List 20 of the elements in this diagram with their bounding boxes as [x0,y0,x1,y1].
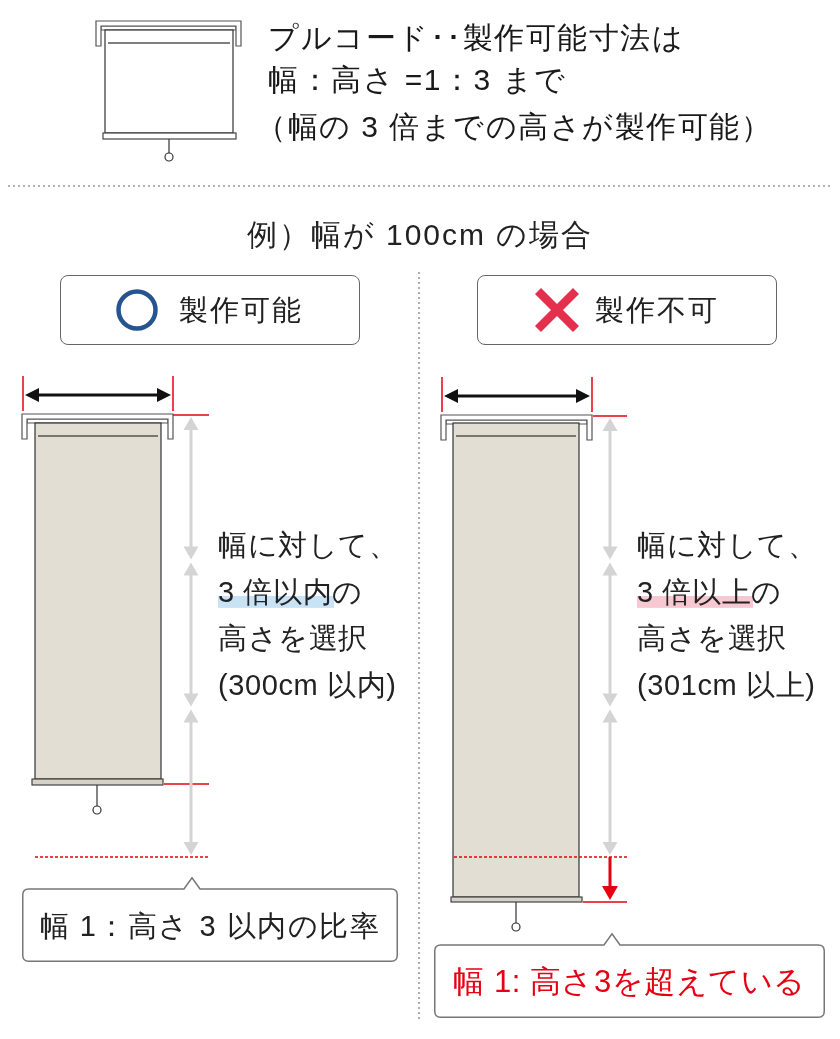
description-text: (300cm 以内) [218,668,397,703]
status-label: 製作不可 [595,293,719,328]
status-label: 製作可能 [179,293,303,328]
description-text: (301cm 以上) [637,668,816,703]
description-text: 3 倍以上の [637,574,782,610]
description-text: 高さを選択 [637,621,787,656]
speech-bubble [22,877,398,962]
instruction-text: （幅の 3 倍までの高さが製作可能） [256,109,773,145]
example-heading: 例）幅が 100cm の場合 [246,217,594,253]
callout-text: 幅 1：高さ 3 以内の比率 [39,908,381,944]
description-text: 高さを選択 [218,621,368,656]
status-heading-box [60,275,360,345]
instruction-text: プルコード･･製作可能寸法は [268,20,684,56]
speech-bubble [434,933,825,1018]
callout-text: 幅 1: 高さ3を超えている [453,962,806,1001]
description-text: 幅に対して、 [637,528,818,563]
description-text: 幅に対して、 [218,528,399,563]
instruction-text: 幅：高さ =1：3 まで [268,62,567,98]
description-text: 3 倍以内の [218,574,363,610]
status-heading-box [477,275,777,345]
